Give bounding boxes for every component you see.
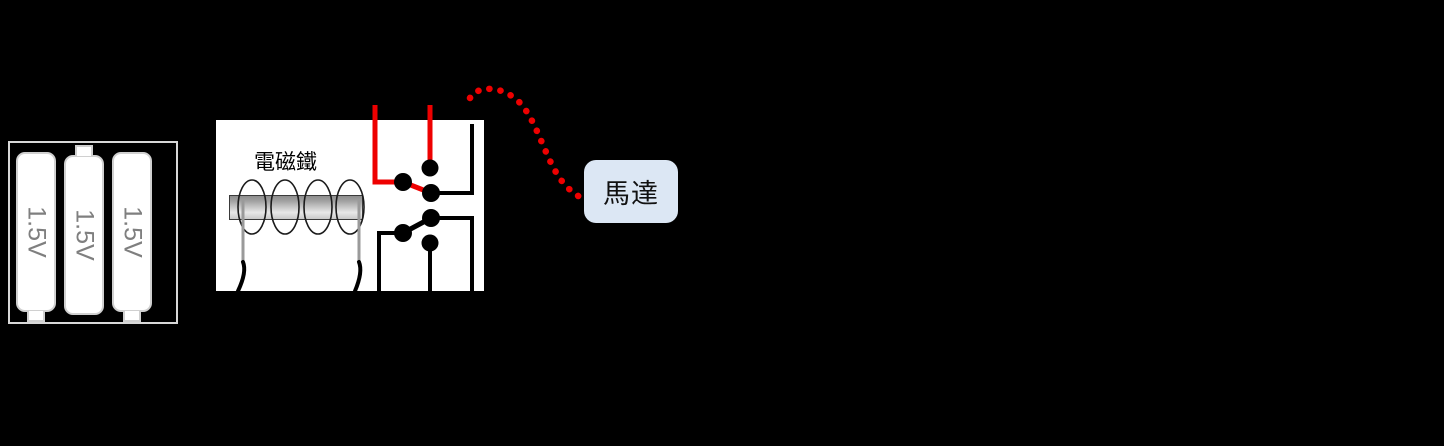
battery-pack: 1.5V 1.5V 1.5V <box>8 141 178 324</box>
battery-terminal-3 <box>123 311 141 322</box>
motor-box[interactable]: 馬達 <box>584 160 678 223</box>
battery-voltage-label-3: 1.5V <box>118 206 147 258</box>
electromagnet-relay-panel: 電磁鐵 <box>216 120 484 291</box>
battery-terminal-2 <box>75 145 93 156</box>
electromagnet-label: 電磁鐵 <box>254 151 317 174</box>
battery-terminal-1 <box>27 311 45 322</box>
battery-cell-1: 1.5V <box>16 152 56 322</box>
battery-cell-2: 1.5V <box>64 145 104 315</box>
battery-cell-3: 1.5V <box>112 152 152 322</box>
motor-label: 馬達 <box>603 179 659 209</box>
battery-voltage-label-1: 1.5V <box>22 206 51 258</box>
iron-core <box>229 195 363 220</box>
motor-dotted-lead <box>466 85 604 210</box>
battery-voltage-label-2: 1.5V <box>70 209 99 261</box>
